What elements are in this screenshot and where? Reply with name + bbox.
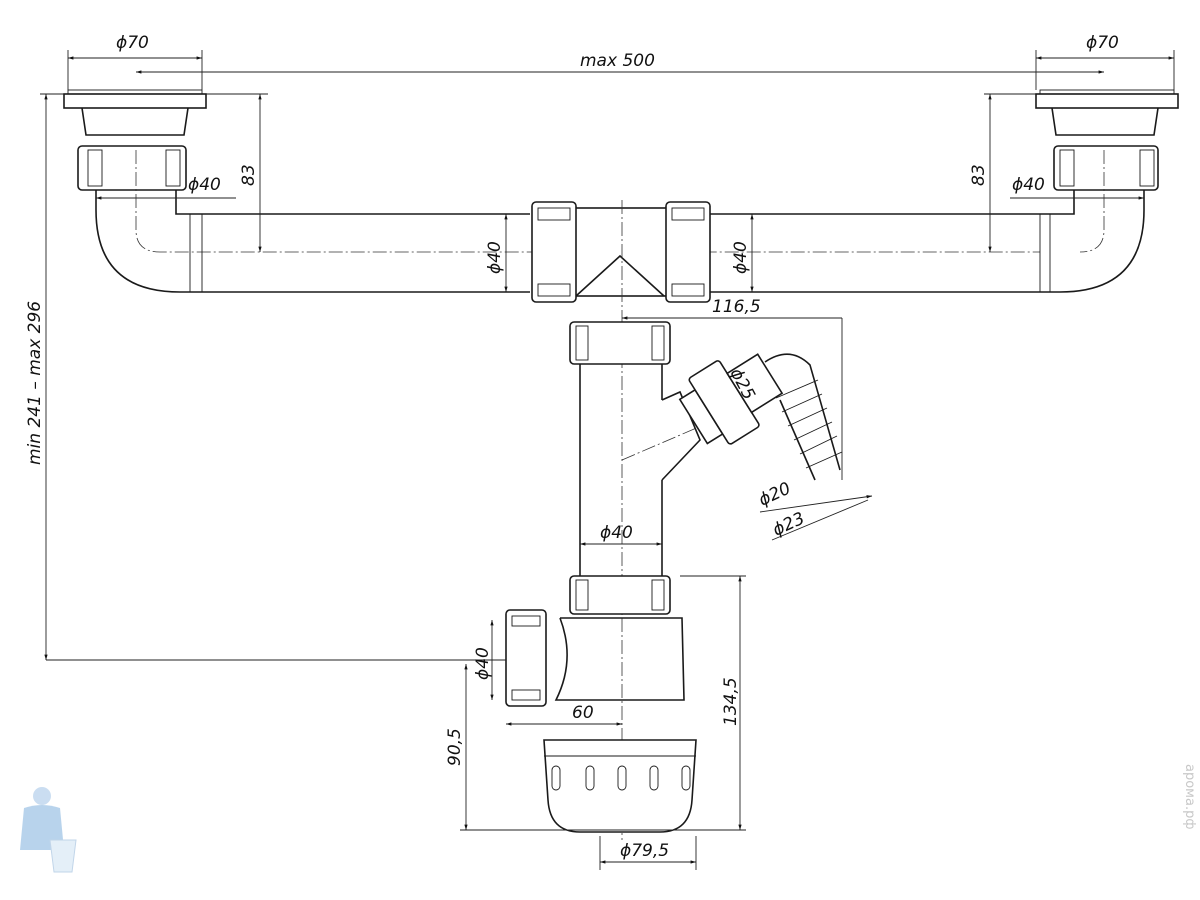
riser-pipe [569, 321, 751, 576]
dim-flange-right: ϕ70 [1086, 33, 1119, 53]
dim-outlet-height: 90,5 [445, 728, 465, 766]
watermark: арома.рф [1182, 764, 1197, 829]
overflow-branch [661, 353, 843, 481]
dim-trap-height: 134,5 [721, 677, 741, 726]
dim-offset: 116,5 [712, 297, 761, 317]
dim-trap-outlet: ϕ40 [473, 647, 493, 680]
plumber-logo [20, 787, 77, 873]
dim-height-left: 83 [239, 164, 259, 186]
dim-outlet-left: ϕ40 [188, 175, 221, 195]
dim-height-right: 83 [969, 164, 989, 186]
dim-overall-height: min 241 – max 296 [25, 301, 45, 465]
dim-trap-diameter: ϕ79,5 [620, 841, 669, 861]
left-sink-outlet [63, 89, 1040, 293]
dim-outlet-right: ϕ40 [1012, 175, 1045, 195]
bottle-trap [505, 575, 697, 833]
dim-tee-right: ϕ40 [731, 241, 751, 274]
dimension-lines [40, 50, 1175, 870]
dim-tee-left: ϕ40 [485, 241, 505, 274]
dim-span: max 500 [580, 51, 655, 71]
tee-fitting [531, 200, 711, 840]
dim-hose-outer: ϕ23 [770, 509, 808, 541]
dim-trap-offset: 60 [572, 703, 594, 723]
dim-hose-inner: ϕ20 [756, 479, 794, 511]
dim-flange-left: ϕ70 [116, 33, 149, 53]
right-sink-outlet [710, 89, 1179, 293]
dim-riser: ϕ40 [600, 523, 633, 543]
